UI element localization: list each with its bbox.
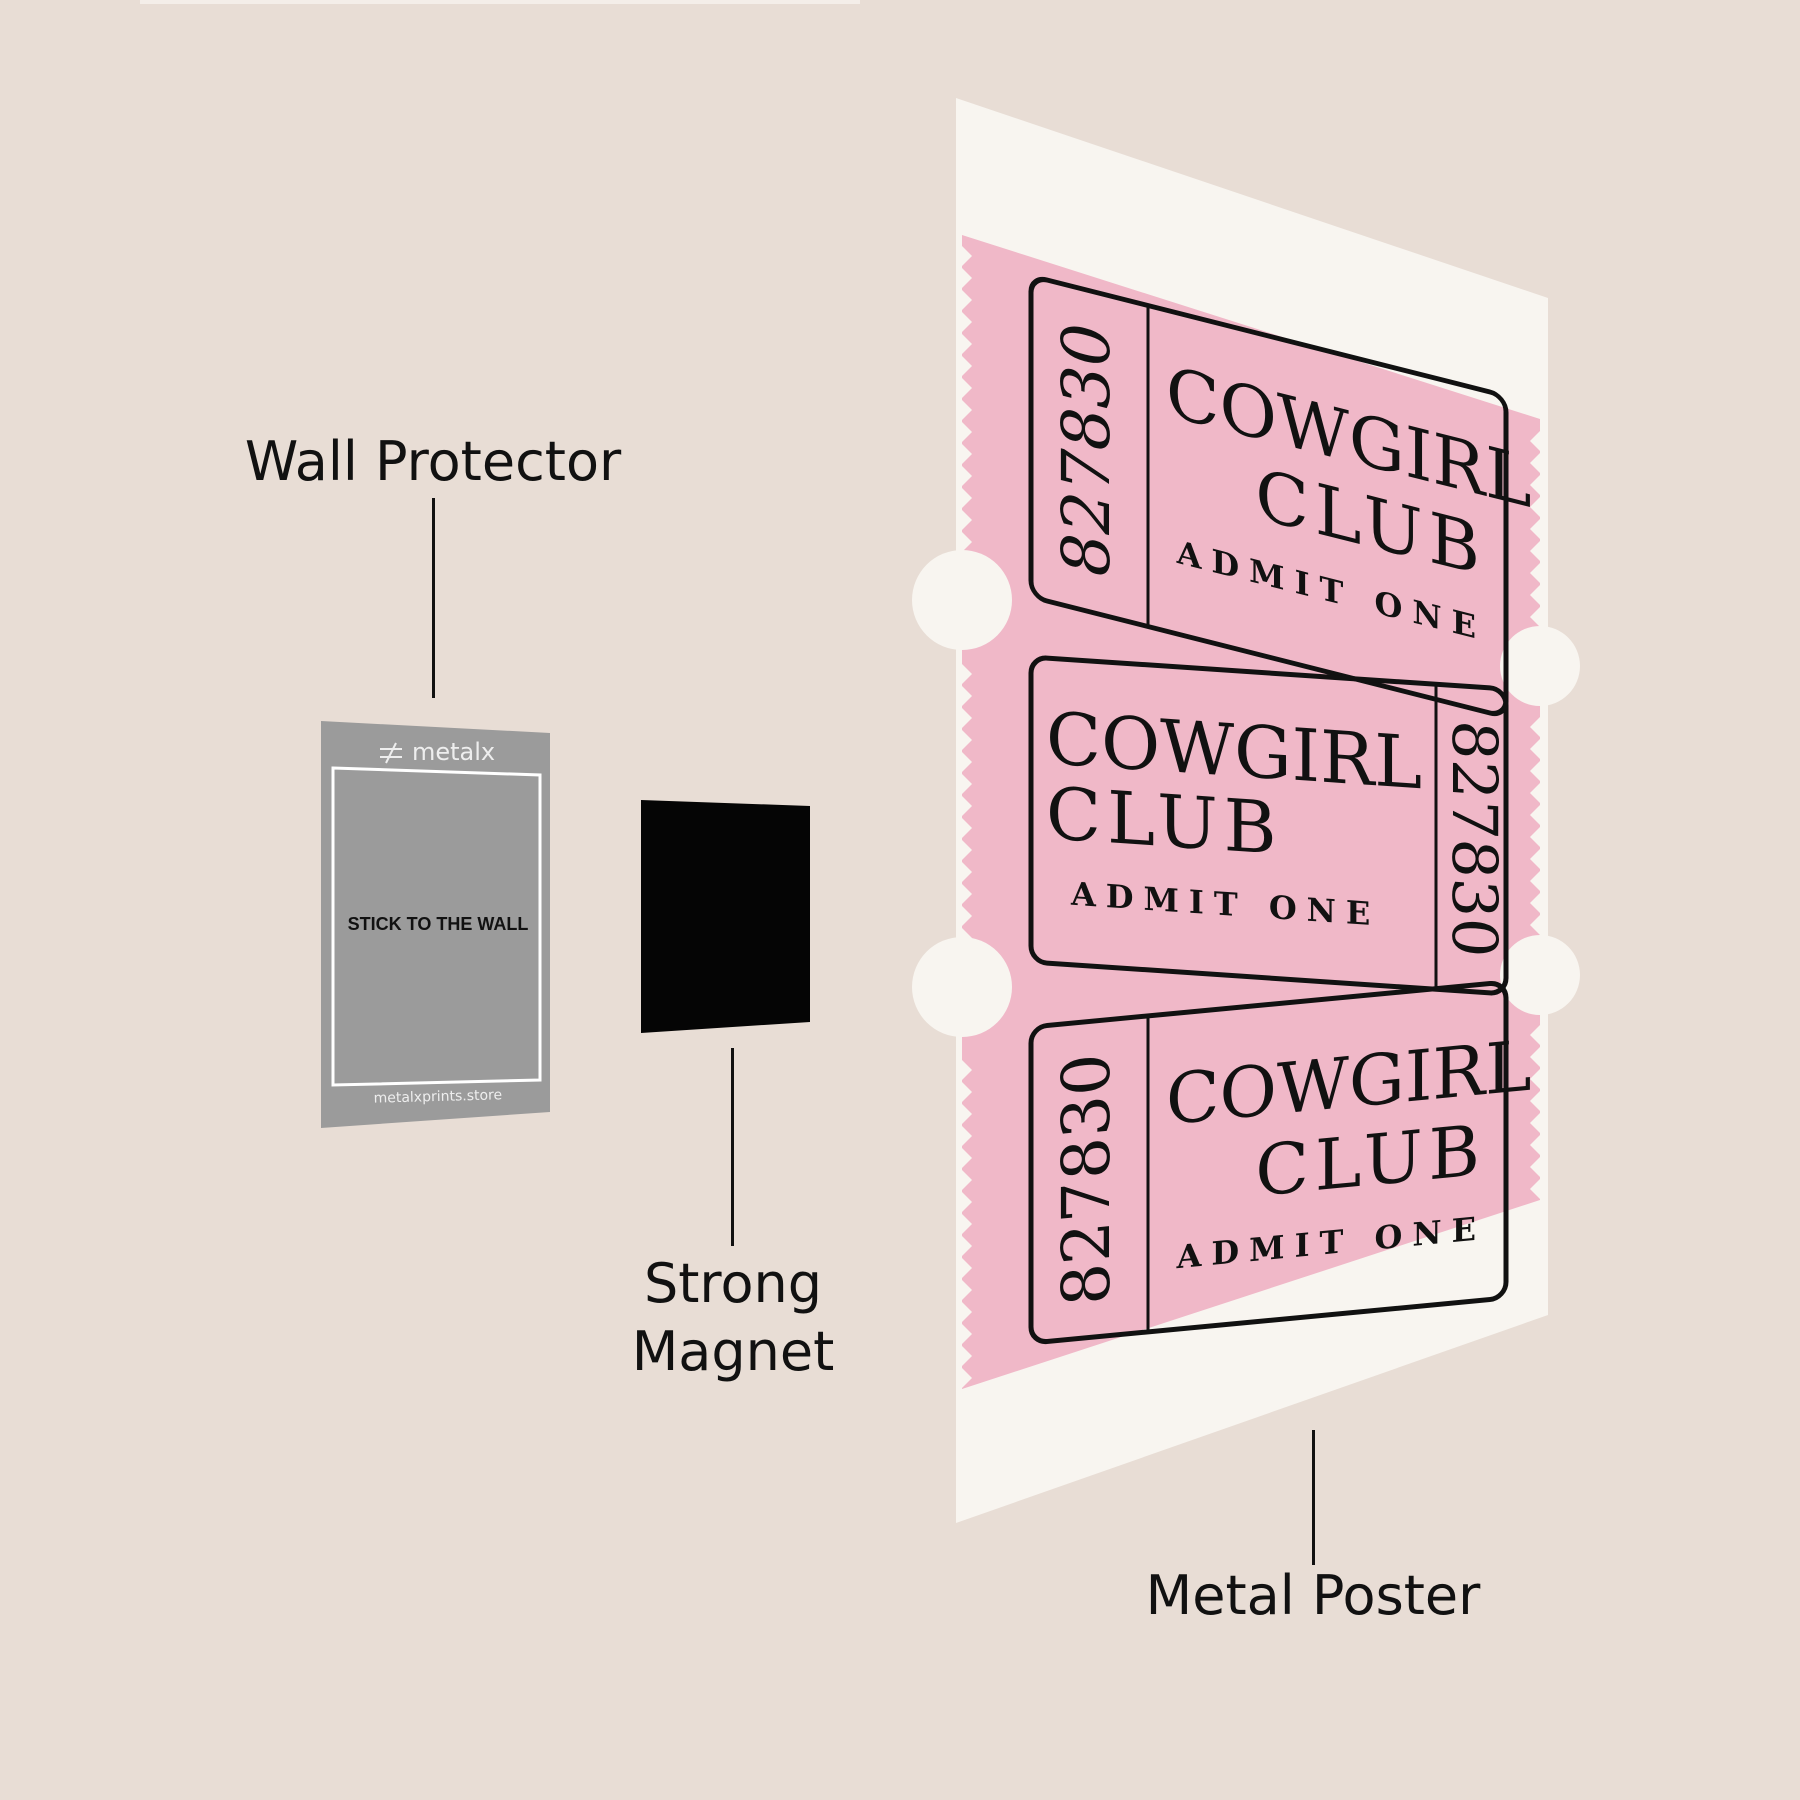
wall-protector: metalx STICK TO THE WALL metalxprints.st…	[321, 721, 550, 1128]
ticket-strip	[962, 235, 1540, 1389]
magnet-pointer-line	[731, 1048, 734, 1246]
protector-website: metalxprints.store	[373, 1087, 502, 1106]
ticket-title-line2: CLUB	[1046, 771, 1283, 871]
strong-magnet-label: Strong Magnet	[533, 1250, 933, 1385]
protector-instruction: STICK TO THE WALL	[348, 914, 529, 934]
metal-poster: 827830 COWGIRL CLUB ADMIT ONE 827830 COW…	[912, 98, 1580, 1523]
metal-poster-label: Metal Poster	[1145, 1564, 1481, 1627]
ticket-number: 827830	[1048, 314, 1125, 585]
top-strip	[140, 0, 860, 4]
protector-brand: metalx	[412, 738, 495, 766]
strong-magnet	[641, 800, 810, 1033]
perforated-edges	[961, 245, 1541, 1389]
ticket-number: 827830	[1438, 718, 1511, 960]
metalx-logo-icon	[380, 742, 402, 764]
wall-protector-label: Wall Protector	[244, 430, 622, 493]
strong-magnet-label-line1: Strong	[643, 1252, 822, 1315]
wall-protector-pointer-line	[432, 498, 435, 698]
ticket-number: 827830	[1048, 1050, 1125, 1309]
strong-magnet-label-line2: Magnet	[631, 1319, 835, 1383]
poster-pointer-line	[1312, 1430, 1315, 1565]
